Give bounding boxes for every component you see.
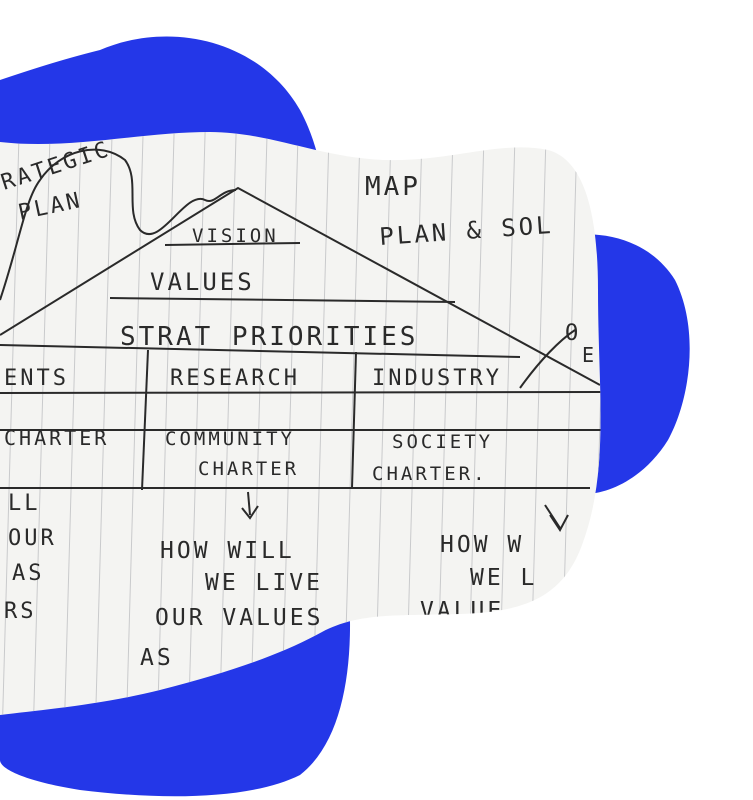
column-1-header: ENTS: [4, 366, 69, 391]
paper-rule-line: [187, 132, 207, 715]
paper-rule-line: [125, 132, 145, 715]
paper-rule-lines: [1, 132, 601, 715]
column-2-question-line2: WE LIVE: [205, 570, 323, 596]
pyramid-values-label: VALUES: [150, 268, 255, 296]
paper-rule-line: [280, 132, 300, 715]
column-1-question-line4: RS: [4, 599, 37, 624]
paper-rule-line: [156, 132, 176, 715]
column-3-charter-line1: SOCIETY: [392, 431, 493, 453]
pyramid-vision-label: VISION: [192, 225, 279, 247]
paper-rule-line: [311, 132, 331, 715]
pyramid-priorities-label: STRAT PRIORITIES: [120, 322, 418, 352]
side-mark-line2: E: [582, 343, 597, 367]
column-3-question-line1: HOW W: [440, 532, 524, 558]
column-2-question-line3: OUR VALUES: [155, 605, 323, 631]
column-3-question-line2: WE L: [470, 565, 537, 591]
column-2-header: RESEARCH: [170, 366, 300, 391]
side-mark-line1: O: [565, 321, 581, 346]
column-1-question-line1: LL: [8, 491, 41, 516]
column-2-charter-line2: CHARTER: [198, 458, 299, 480]
column-3-charter-line2: CHARTER.: [372, 463, 488, 485]
paper-rule-line: [94, 132, 114, 715]
column-3-header: INDUSTRY: [372, 366, 502, 391]
paper-rule-line: [1, 132, 21, 715]
column-2-question-line1: HOW WILL: [160, 538, 295, 564]
paper-rule-line: [63, 132, 83, 715]
paper-rule-line: [32, 132, 52, 715]
column-2-question-line4: AS: [140, 645, 174, 671]
column-1-question-line2: OUR: [8, 526, 57, 551]
paper-rule-line: [249, 132, 269, 715]
pyramid-drawing: [0, 148, 601, 532]
map-note: MAP: [365, 172, 421, 202]
column-1-charter: CHARTER: [4, 426, 109, 450]
column-2-charter-line1: COMMUNITY: [165, 428, 295, 450]
column-3-question-line3: VALUE: [420, 598, 504, 624]
column-1-question-line3: AS: [12, 561, 45, 586]
paper-rule-line: [218, 132, 238, 715]
